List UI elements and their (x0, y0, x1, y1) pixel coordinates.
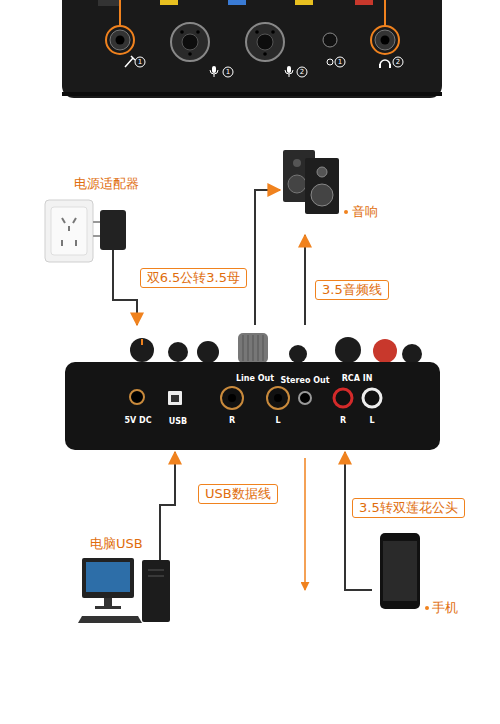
cable-label: 3.5音频线 (315, 280, 389, 300)
computer-art (78, 532, 170, 623)
speaker-art (283, 150, 348, 214)
port-label: R (340, 416, 346, 425)
front-panel-art (62, 0, 442, 98)
port-label: L (275, 416, 280, 425)
cable-label: 双6.5公转3.5母 (140, 268, 247, 288)
part-label: 电脑USB (90, 536, 143, 551)
cable-connector (345, 452, 372, 590)
port-label: L (369, 416, 374, 425)
front-panel: 1 1 2 1 2 (62, 0, 442, 98)
power-adapter: 电源适配器 (40, 172, 145, 272)
callout-number: 1 (135, 57, 146, 68)
part-label: 电源适配器 (74, 176, 139, 191)
callout-number: 1 (223, 67, 234, 78)
cable-connector (113, 272, 137, 325)
port-label: USB (169, 417, 187, 426)
callout-number: 1 (335, 57, 346, 68)
port-label: 5V DC (124, 416, 151, 425)
cable-connector (304, 235, 306, 325)
phone: 手机 (372, 528, 472, 623)
port-label: R (229, 416, 235, 425)
cable-label: USB数据线 (198, 484, 278, 504)
callout-number: 2 (393, 57, 404, 68)
phone-art (380, 533, 429, 610)
computer: 电脑USB (70, 532, 180, 632)
port-label: Line Out (236, 374, 274, 383)
cable-connector (255, 190, 280, 325)
port-label: RCA IN (342, 374, 373, 383)
cable-label: 3.5转双莲花公头 (352, 498, 465, 518)
part-label: 音响 (352, 204, 378, 219)
callout-number: 2 (297, 67, 308, 78)
part-label: 手机 (432, 600, 458, 615)
cable-connector (160, 452, 175, 532)
interface-rear: Line Out Stereo Out RCA IN 5V DC USB R L R L (65, 325, 440, 452)
port-label: Stereo Out (281, 376, 330, 385)
adapter-art (45, 200, 126, 272)
speaker: 音响 (280, 140, 385, 235)
